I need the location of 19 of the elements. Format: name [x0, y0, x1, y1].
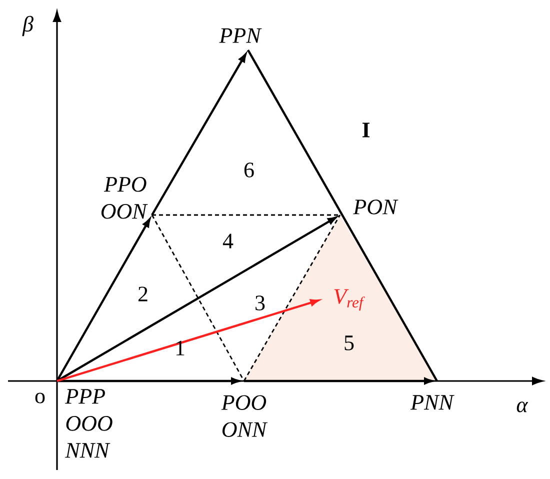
- region-number: 2: [138, 286, 148, 302]
- axis-label: α: [516, 402, 528, 412]
- dashed-line: [152, 214, 340, 216]
- arrow: [151, 54, 246, 216]
- vertex-label: V$_{ref}$: [334, 289, 365, 311]
- sector-label: I: [362, 122, 370, 138]
- region-number: 4: [222, 234, 234, 248]
- line: [247, 49, 438, 382]
- vertex-label: POO ONN: [221, 395, 268, 437]
- vertex-label: PON: [353, 200, 398, 214]
- axis-label: β: [22, 16, 34, 36]
- region-number: 6: [244, 162, 254, 178]
- vertex-label: PPP OOO NNN: [65, 389, 112, 458]
- origin-label: o: [35, 392, 45, 404]
- vertex-label: PPO OON: [101, 177, 148, 219]
- region-number: 5: [344, 336, 354, 350]
- arrow: [244, 378, 433, 384]
- vertex-label: PPN: [219, 28, 262, 43]
- vertex-label: PNN: [410, 395, 454, 410]
